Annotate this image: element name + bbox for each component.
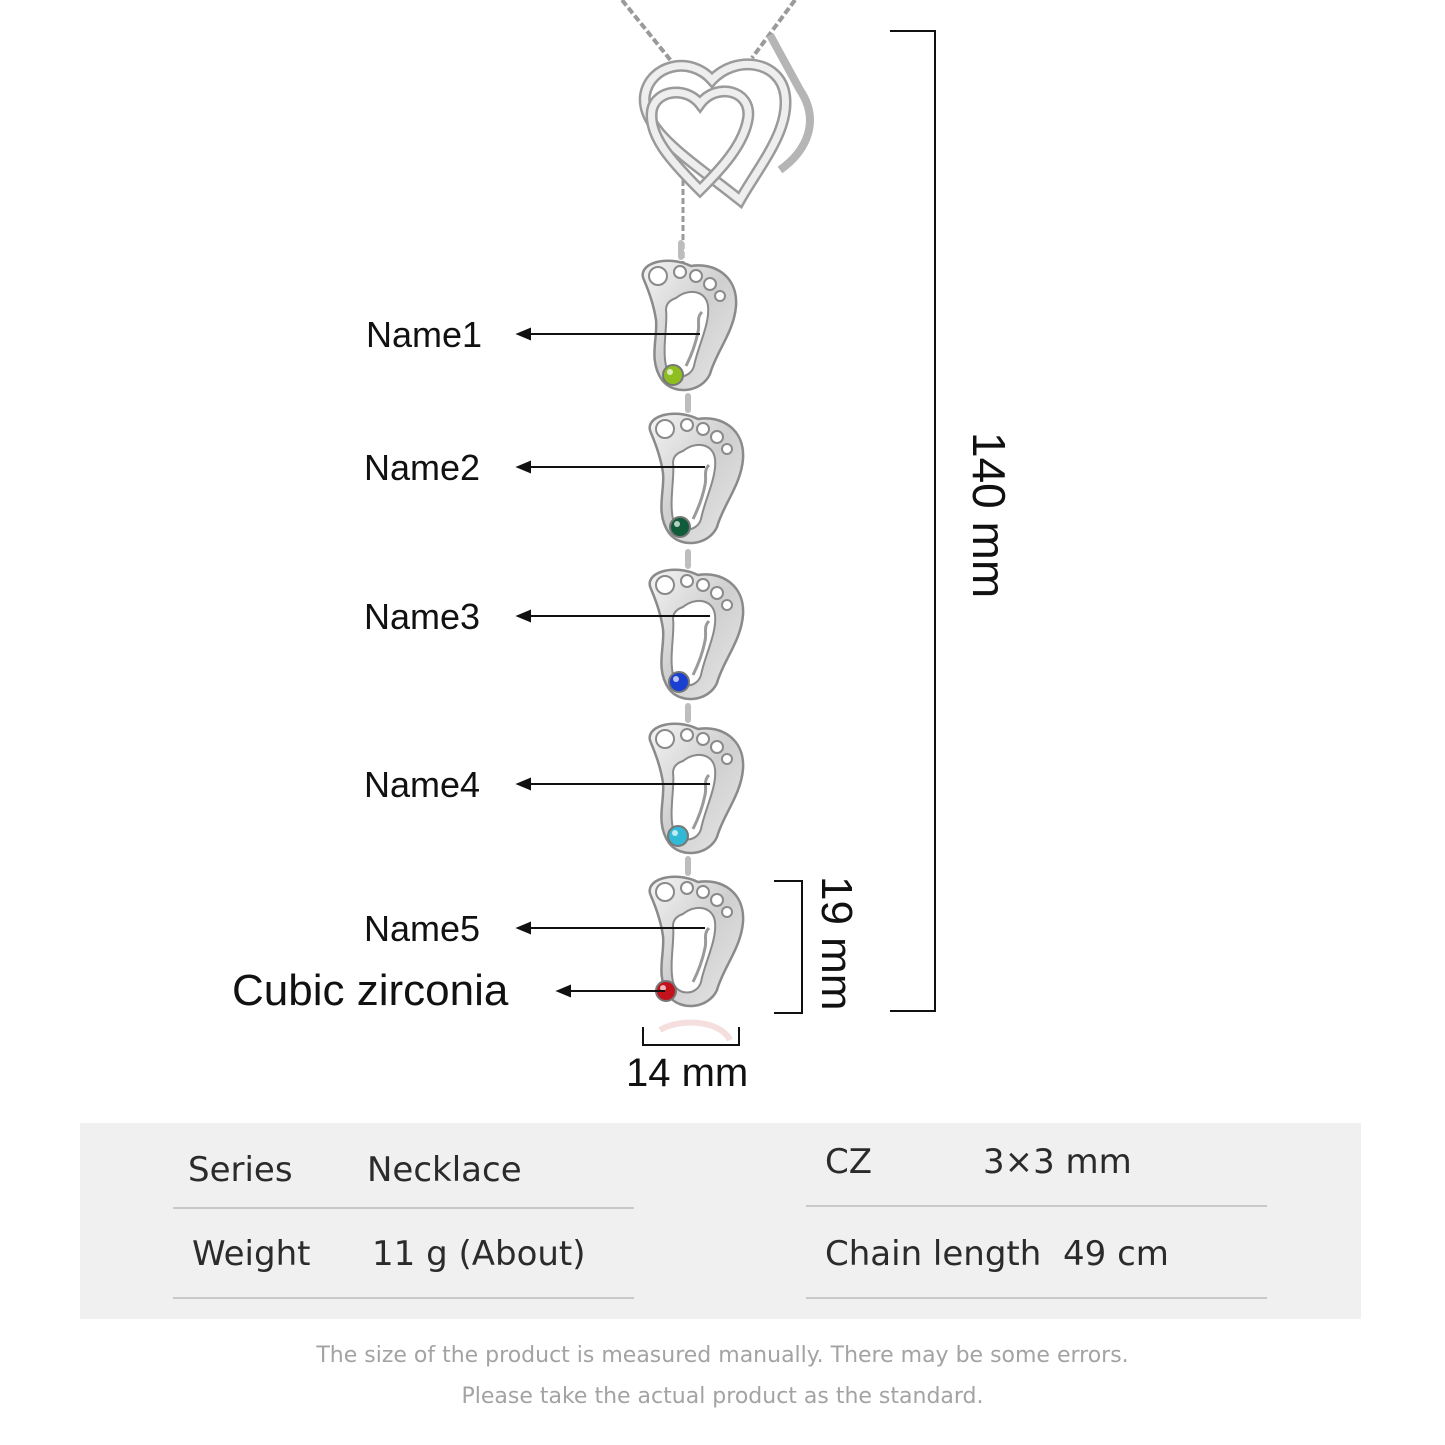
- stone-glint: [667, 369, 673, 375]
- charm-width-dimension: 14 mm: [626, 1051, 749, 1095]
- charm-height-dimension: 19 mm: [812, 876, 861, 1011]
- spec-series-value: Necklace: [367, 1150, 522, 1190]
- stone-glint: [673, 676, 679, 682]
- foot-charm-3: [648, 568, 745, 701]
- spec-panel: [80, 1123, 1361, 1319]
- name2-label: Name2: [364, 447, 481, 488]
- jump-ring: [685, 393, 691, 413]
- disclaimer-line-2: Please take the actual product as the st…: [461, 1384, 984, 1409]
- foot-charm-4: [648, 722, 745, 855]
- jump-ring: [685, 856, 691, 876]
- name5-label: Name5: [364, 908, 481, 949]
- disclaimer-line-1: The size of the product is measured manu…: [316, 1343, 1129, 1368]
- spec-weight-value: 11 g (About): [372, 1234, 586, 1274]
- jump-ring: [685, 549, 691, 569]
- stone-glint: [672, 830, 678, 836]
- spec-divider: [173, 1297, 634, 1299]
- total-length-dimension: 140 mm: [963, 432, 1015, 599]
- necklace-illustration: [515, 0, 936, 1046]
- birthstone-4: [667, 825, 689, 847]
- name4-label: Name4: [364, 764, 481, 805]
- stone-glint: [660, 985, 666, 991]
- spec-divider: [173, 1207, 634, 1209]
- jump-ring: [678, 240, 684, 260]
- birthstone-3: [668, 671, 690, 693]
- spec-weight-label: Weight: [192, 1234, 311, 1274]
- name3-label: Name3: [364, 596, 481, 637]
- birthstone-2: [669, 516, 691, 538]
- spec-divider: [806, 1205, 1267, 1207]
- stone-glint: [674, 521, 680, 527]
- cubic-zirconia-label: Cubic zirconia: [232, 966, 509, 1015]
- jump-ring: [685, 703, 691, 723]
- foot-charm-2: [648, 412, 745, 545]
- birthstone-1: [662, 364, 684, 386]
- spec-chain-label: Chain length: [825, 1234, 1042, 1274]
- foot-charm-1: [641, 259, 738, 392]
- name1-label: Name1: [366, 314, 483, 355]
- spec-cz-value: 3×3 mm: [983, 1142, 1132, 1182]
- spec-divider: [806, 1297, 1267, 1299]
- spec-chain-value: 49 cm: [1063, 1234, 1169, 1274]
- spec-series-label: Series: [188, 1150, 293, 1190]
- spec-cz-label: CZ: [825, 1142, 873, 1182]
